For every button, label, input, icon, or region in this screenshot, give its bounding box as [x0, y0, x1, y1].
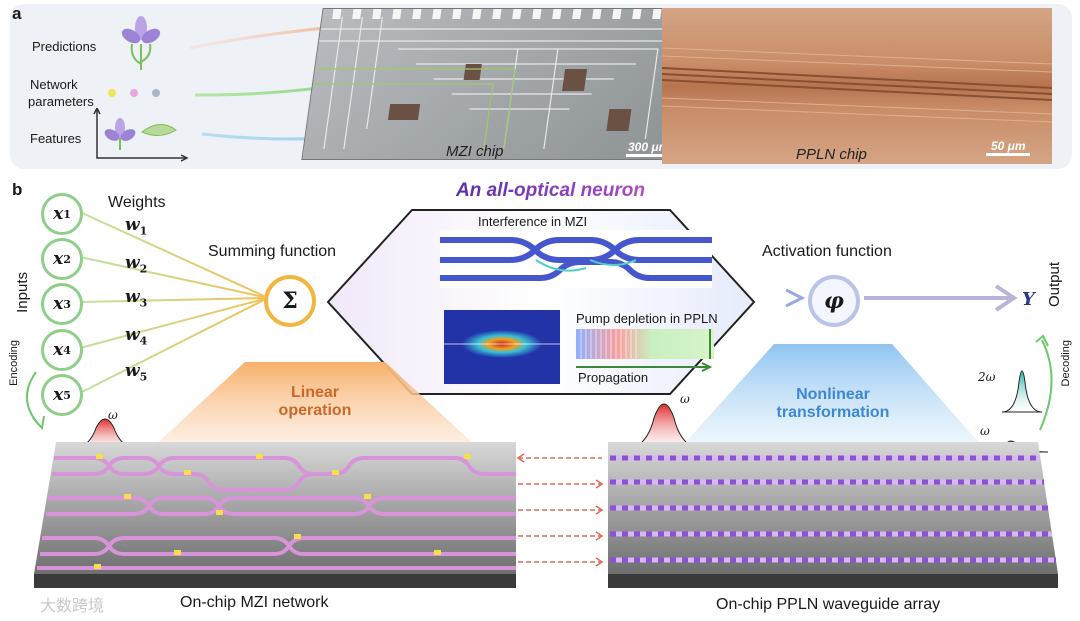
mzi-chip-image	[301, 8, 697, 160]
watermark: 大数跨境	[40, 598, 105, 615]
iris-flower-icon	[121, 16, 161, 70]
weight-w5: w5	[125, 361, 148, 384]
ppln-scale-bar	[986, 153, 1030, 156]
nonlinear-transformation-trapezoid	[684, 344, 980, 444]
coupling-arrows	[516, 453, 604, 567]
mzi-network-chip	[34, 442, 516, 588]
panel-b-label: b	[12, 180, 23, 199]
ppln-array-label: On-chip PPLN waveguide array	[716, 596, 941, 613]
pump-depletion-image	[576, 329, 714, 359]
ppln-waveguide-array-chip	[608, 442, 1058, 588]
mzi-interference-image	[440, 230, 712, 288]
summing-function-label: Summing function	[208, 243, 337, 260]
propagation-label: Propagation	[578, 370, 649, 385]
features-label: Features	[30, 131, 82, 146]
encoding-label: Encoding	[8, 340, 20, 386]
mzi-network-label: On-chip MZI network	[180, 594, 329, 611]
weight-w3: w3	[125, 287, 148, 310]
weights-label: Weights	[108, 194, 166, 211]
network-parameters-label-1: Network	[30, 77, 78, 92]
weight-w2: w2	[125, 253, 148, 276]
ppln-chip-label: PPLN chip	[796, 146, 867, 163]
weight-w4: w4	[125, 325, 148, 348]
decoding-label: Decoding	[1060, 340, 1072, 387]
ppln-scale-bar-label: 50 μm	[991, 139, 1026, 153]
mzi-scale-bar-label: 300 μm	[628, 140, 670, 154]
output-label: Output	[1046, 262, 1063, 308]
omega-output-label: ω	[980, 424, 990, 438]
weight-w1: w1	[125, 215, 148, 238]
neuron-title: An all-optical neuron	[456, 180, 645, 201]
mode-profile-image	[444, 310, 560, 384]
predictions-label: Predictions	[32, 39, 97, 54]
two-omega-label: 2ω	[978, 370, 996, 384]
interference-label: Interference in MZI	[478, 214, 588, 229]
summing-node: Σ	[264, 275, 316, 327]
network-parameters-label-2: parameters	[28, 94, 94, 109]
omega-pump-label: ω	[680, 392, 690, 406]
output-y: Y	[1022, 289, 1035, 310]
features-axes-icon	[93, 108, 189, 162]
panel-a-label: a	[12, 4, 22, 23]
inputs-label: Inputs	[14, 272, 31, 313]
mzi-chip-label: MZI chip	[446, 143, 504, 160]
pump-depletion-label: Pump depletion in PPLN	[576, 311, 718, 326]
shg-pulse	[1002, 370, 1042, 413]
omega-input-label: ω	[108, 408, 118, 422]
parameter-dots	[108, 89, 160, 97]
mzi-scale-bar	[626, 154, 678, 157]
ppln-chip-image	[662, 8, 1052, 164]
activation-function-label: Activation function	[762, 243, 892, 260]
activation-node: φ	[808, 275, 860, 327]
propagation-arrow	[576, 362, 713, 372]
linear-operation-trapezoid	[152, 362, 478, 448]
